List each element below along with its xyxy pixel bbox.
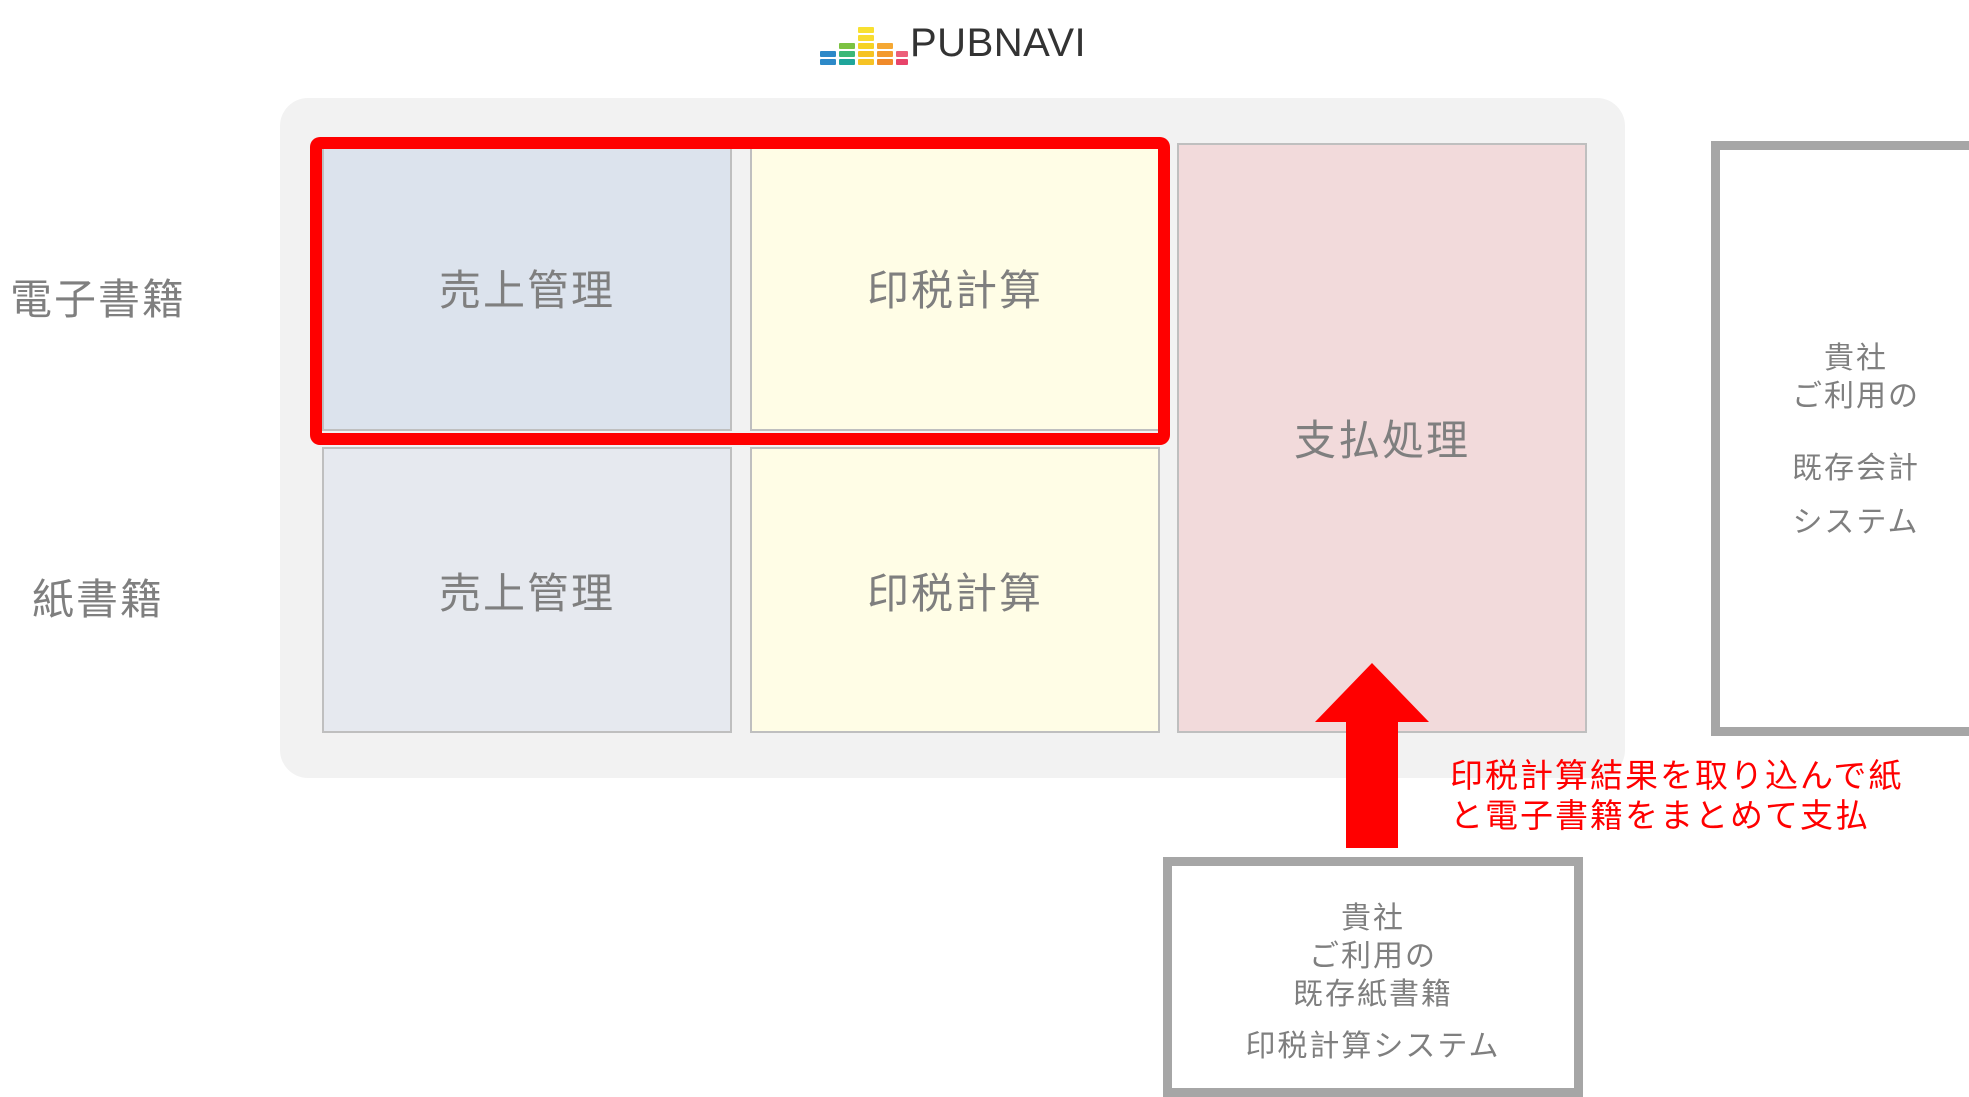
sales-management-ebook-label: 売上管理 bbox=[438, 265, 615, 315]
note-line-1: 印税計算結果を取り込んで紙 bbox=[1450, 756, 1904, 795]
payment-processing: 支払処理 bbox=[1177, 143, 1587, 733]
sales-management-paper: 売上管理 bbox=[322, 447, 732, 733]
accounting-line-3: 既存会計 bbox=[1792, 451, 1920, 486]
existing-paper-royalty-system-box: 貴社 ご利用の 既存紙書籍 印税計算システム bbox=[1163, 857, 1583, 1097]
logo-text: PUBNAVI bbox=[910, 20, 1087, 65]
paper-system-line-4: 印税計算システム bbox=[1245, 1029, 1501, 1064]
note-line-2: と電子書籍をまとめて支払 bbox=[1450, 796, 1870, 835]
royalty-calculation-paper: 印税計算 bbox=[750, 447, 1160, 733]
accounting-line-2: ご利用の bbox=[1792, 379, 1920, 414]
row-label-paper: 紙書籍 bbox=[31, 575, 164, 624]
existing-accounting-system-box: 貴社 ご利用の 既存会計 システム bbox=[1711, 141, 1969, 736]
pubnavi-logo: PUBNAVI bbox=[818, 12, 1086, 74]
sales-management-ebook: 売上管理 bbox=[322, 143, 732, 431]
integration-note: 印税計算結果を取り込んで紙 と電子書籍をまとめて支払 bbox=[1450, 756, 1969, 836]
paper-system-line-2: ご利用の bbox=[1309, 939, 1437, 974]
payment-processing-label: 支払処理 bbox=[1293, 415, 1470, 465]
paper-system-line-1: 貴社 bbox=[1341, 901, 1405, 936]
row-label-ebook: 電子書籍 bbox=[9, 275, 186, 324]
pubnavi-logo-icon bbox=[818, 15, 908, 71]
up-arrow-icon bbox=[1315, 663, 1429, 848]
accounting-line-1: 貴社 bbox=[1824, 341, 1888, 376]
royalty-calculation-ebook-label: 印税計算 bbox=[866, 265, 1043, 315]
accounting-line-4: システム bbox=[1792, 505, 1920, 540]
ebook-highlight-frame bbox=[310, 137, 1170, 445]
paper-system-line-3: 既存紙書籍 bbox=[1293, 977, 1453, 1012]
royalty-calculation-paper-label: 印税計算 bbox=[866, 568, 1043, 618]
sales-management-paper-label: 売上管理 bbox=[438, 568, 615, 618]
